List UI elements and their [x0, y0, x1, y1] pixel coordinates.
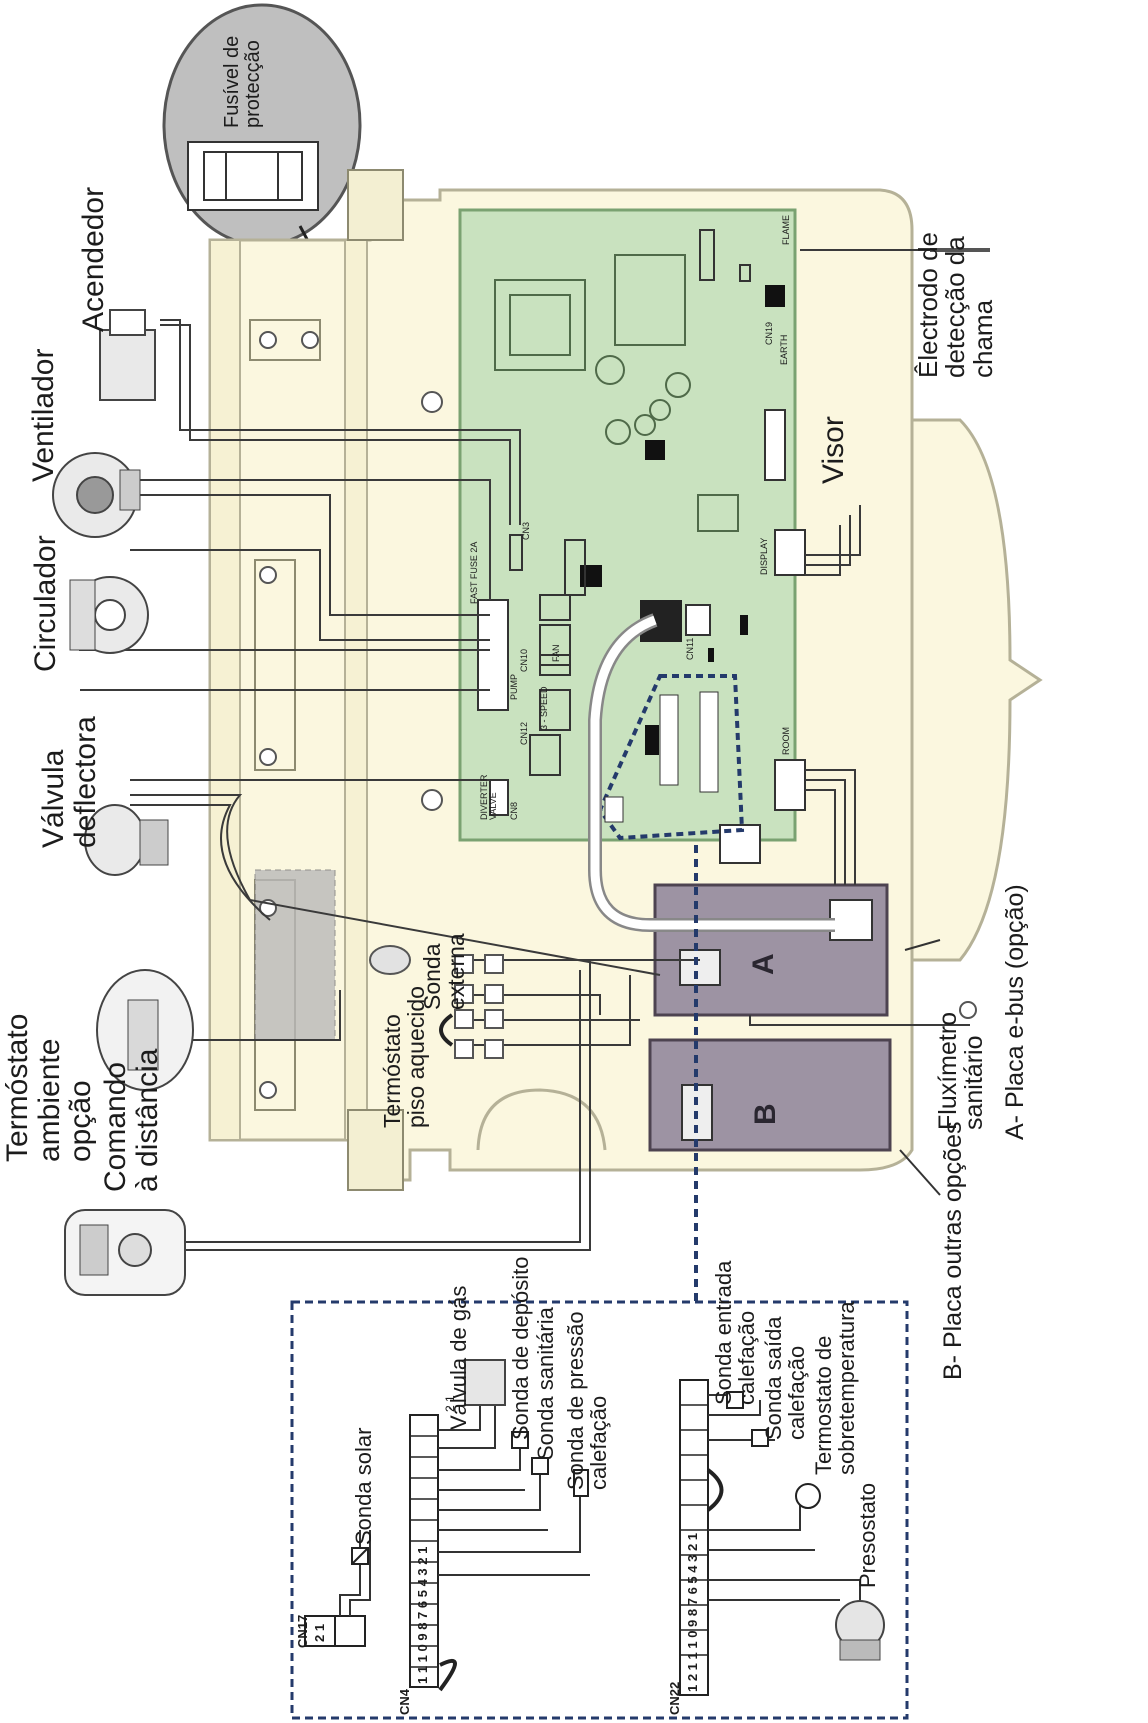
- cn11-label: CN11: [685, 637, 695, 660]
- cn8-label: CN8: [509, 801, 519, 820]
- pump-connector-label: PUMP: [509, 673, 519, 700]
- flowmeter-label: Fluxímetro sanitário: [934, 1011, 989, 1130]
- cn22-pins: 1 2 1 1 1 0 9 8 7 6 5 4 3 2 1: [685, 1532, 700, 1692]
- board-b-label: B- Placa outras opções: [939, 1121, 967, 1380]
- transformer-2: [614, 254, 686, 346]
- display-connector: [774, 529, 806, 576]
- overheat-thermostat-icon: [795, 1483, 821, 1509]
- fan-connector-label: FAN: [551, 644, 561, 662]
- chip-2: [765, 285, 785, 307]
- cn3-label: CN3: [521, 521, 531, 540]
- pins-top: 2 1: [443, 1395, 457, 1412]
- pump-label: Circulador: [29, 535, 62, 672]
- cn4-pins: 1 1 1 0 9 8 7 6 5 4 3 2 1: [415, 1546, 430, 1684]
- room-thermostat-label: Termóstato ambiente opção: [1, 1013, 97, 1162]
- diverter-valve-icon: [84, 804, 169, 876]
- flow-inlet-sensor-label: Sonda entrada calefação: [711, 1260, 760, 1405]
- header-connector: [764, 409, 786, 481]
- room-connector: [774, 759, 806, 811]
- bottom-hinge: [347, 1109, 404, 1191]
- board-a-letter: A: [747, 953, 780, 975]
- terminal-screws: [454, 954, 504, 1059]
- outdoor-sensor-label: Sonda externa: [419, 933, 470, 1010]
- remote-control-icon: [64, 1209, 186, 1296]
- chip-3: [580, 565, 602, 587]
- bottom-arch: [476, 1088, 607, 1151]
- gas-valve-icon: [464, 1359, 506, 1406]
- solar-sensor-label: Sonda solar: [351, 1427, 376, 1545]
- flame-electrode-label: Êlectrodo de detecção da chama: [913, 232, 998, 378]
- dhw-sensor-label: Sonda sanitária: [533, 1307, 558, 1460]
- option-area-dashed: [597, 674, 745, 841]
- fuse-icon: [203, 151, 303, 201]
- cn12-label: CN12: [519, 721, 529, 745]
- pressure-switch-icon: [835, 1600, 885, 1661]
- dhw-sensor-icon: [531, 1457, 549, 1475]
- cn22-block: [679, 1379, 709, 1696]
- overheat-thermostat-label: Termostato de sobretemperatura: [811, 1301, 860, 1475]
- fan-label: Ventilador: [27, 348, 60, 482]
- board-a-label: A- Placa e-bus (opção): [1001, 884, 1029, 1140]
- flow-inlet-sensor-icon: [726, 1391, 744, 1409]
- options-dashed-box: [290, 1300, 909, 1720]
- chip-4: [645, 725, 659, 755]
- chip-1: [645, 440, 665, 460]
- cn22-label: CN22: [667, 1681, 682, 1715]
- board-b-letter: B: [749, 1103, 782, 1125]
- shaded-terminal-block: [254, 869, 336, 1041]
- terminal-strip-top: [254, 559, 296, 771]
- cn19-label: CN19: [764, 321, 774, 345]
- pressure-sensor-icon: [573, 1469, 589, 1497]
- tank-sensor-label: Sonda de depósito: [508, 1256, 533, 1441]
- speed-connector-label: 3 - SPEED: [539, 686, 549, 730]
- room-connector-label: ROOM: [781, 727, 791, 755]
- cn17-pins: 2 1: [312, 1623, 327, 1642]
- diverter-connector-label: DIVERTER VALVE: [479, 774, 499, 820]
- right-cover: [910, 418, 1043, 962]
- display-label: Visor: [817, 416, 850, 484]
- pump-icon: [69, 576, 149, 654]
- fan-icon: [52, 452, 141, 538]
- cn10-connector: [477, 599, 509, 711]
- transformer-1: [494, 279, 586, 371]
- display-connector-label: DISPLAY: [759, 537, 769, 575]
- igniter-label: Acendedor: [77, 186, 110, 332]
- floor-thermostat-bridge: [439, 1013, 454, 1047]
- outdoor-sensor: [369, 945, 411, 975]
- room-thermostat-icon: [96, 969, 194, 1091]
- wire-bundle: [79, 249, 985, 1251]
- cn4-label: CN4: [397, 1688, 412, 1715]
- fuse-label: Fusível de protecção: [221, 35, 264, 128]
- cn17-label: CN17: [295, 1614, 310, 1648]
- diverter-valve-label: Válvula deflectora: [37, 716, 102, 848]
- tank-sensor-icon: [511, 1431, 529, 1449]
- cn10-label: CN10: [519, 648, 529, 672]
- fuse-connector-label: FAST FUSE 2A: [469, 541, 479, 604]
- remote-control-label: Comando à distância: [99, 1048, 164, 1192]
- flow-outlet-sensor-label: Sonda saída calefação: [761, 1316, 810, 1440]
- flow-outlet-sensor-icon: [751, 1429, 769, 1447]
- top-hinge: [347, 169, 404, 241]
- earth-connector-label: EARTH: [779, 334, 789, 365]
- flame-connector-label: FLAME: [781, 214, 791, 245]
- pressure-switch-label: Presostato: [855, 1482, 880, 1588]
- pressure-sensor-label: Sonda de pressão calefação: [563, 1311, 612, 1490]
- igniter-icon: [99, 309, 156, 401]
